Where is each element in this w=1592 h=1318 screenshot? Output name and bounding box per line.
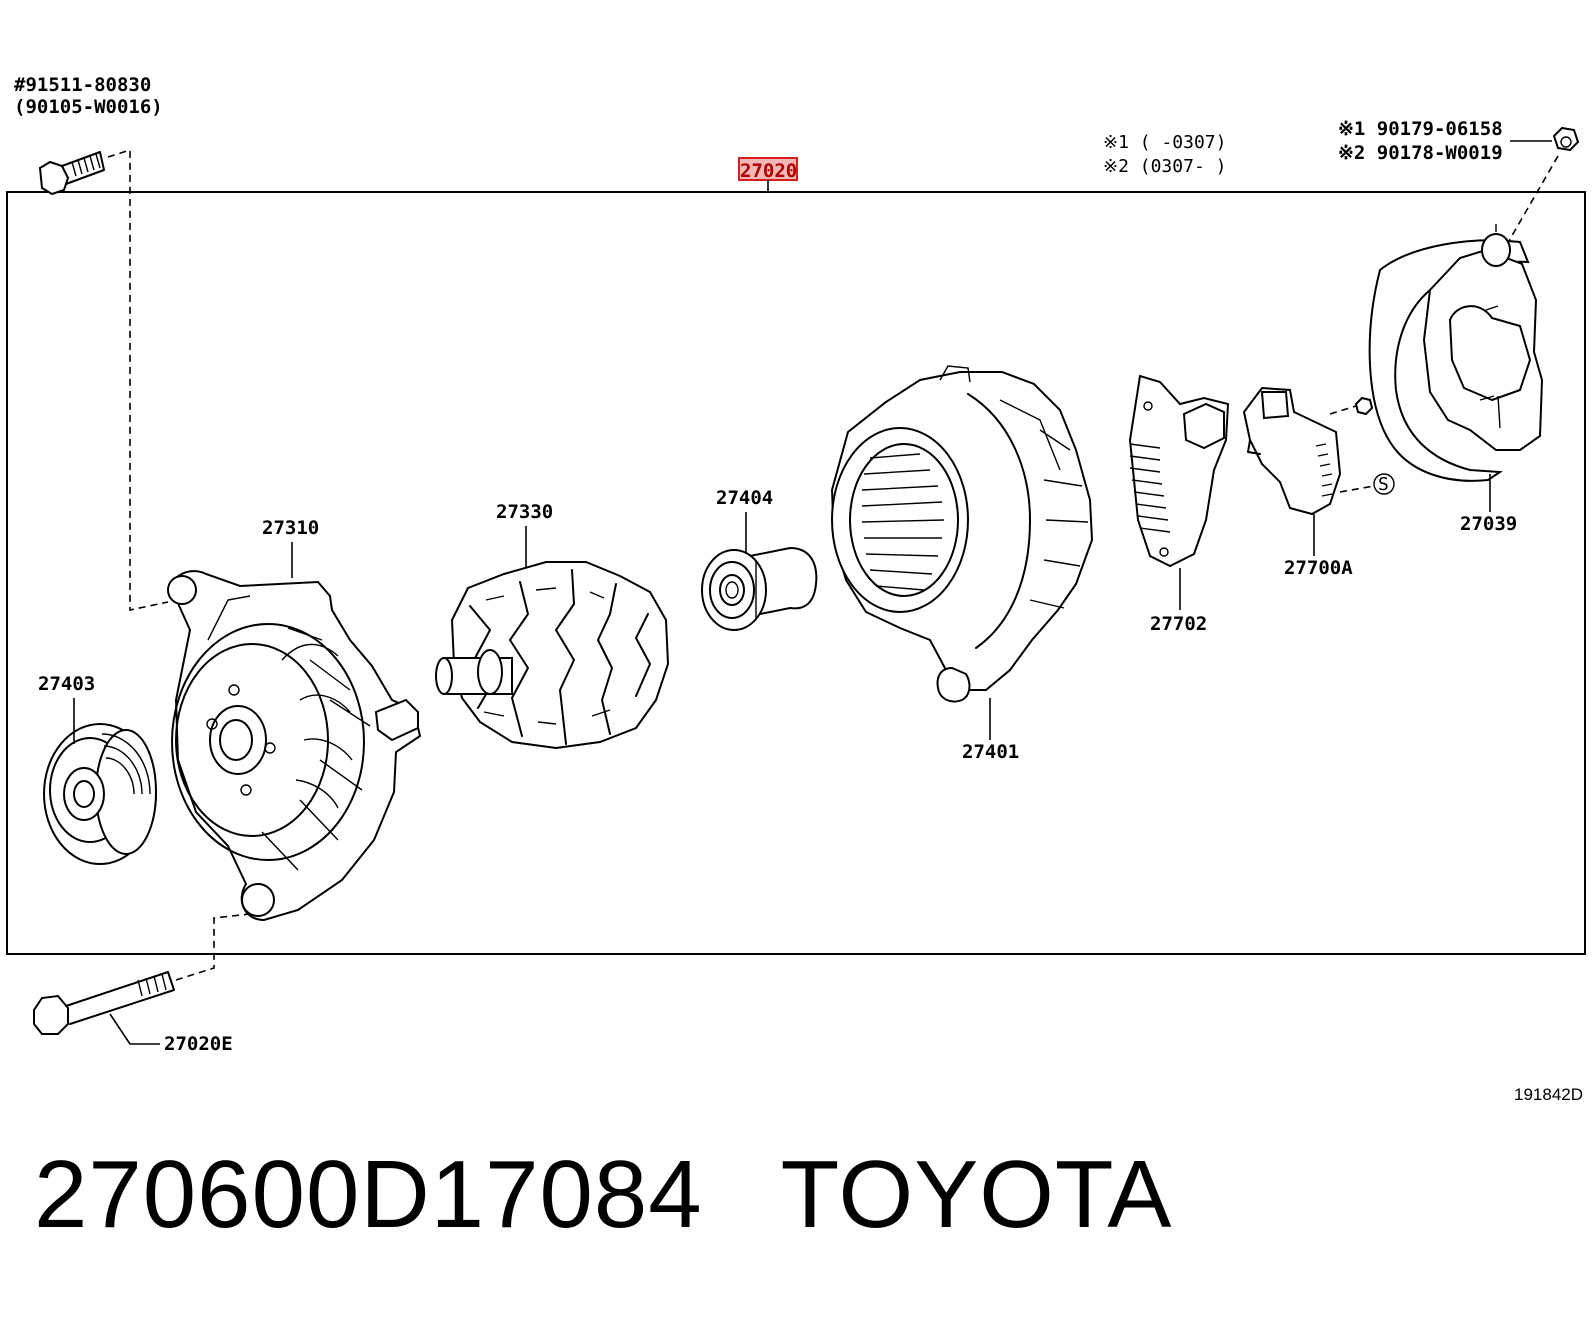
part-number: 270600D17084 bbox=[34, 1141, 703, 1248]
label-27700A: 27700A bbox=[1284, 557, 1353, 579]
note-left-2: ※2 (0307- ) bbox=[1103, 156, 1226, 177]
bolt-27020E[interactable] bbox=[33, 971, 175, 1035]
label-27401: 27401 bbox=[962, 741, 1019, 763]
nut-top-right[interactable] bbox=[1552, 126, 1580, 152]
brand-name: TOYOTA bbox=[780, 1141, 1173, 1248]
bolt-91511-80830[interactable] bbox=[38, 151, 105, 196]
screw-small[interactable] bbox=[1354, 396, 1374, 416]
diagram-id: 191842D bbox=[1514, 1085, 1583, 1104]
svg-text:S: S bbox=[1378, 474, 1389, 495]
svg-text:27020: 27020 bbox=[740, 160, 797, 182]
front-housing-27310[interactable] bbox=[167, 570, 422, 922]
assembly-label-27020[interactable]: 27020 bbox=[738, 157, 798, 192]
rotor-27330[interactable] bbox=[435, 561, 670, 750]
bolt-top-label-1: #91511-80830 bbox=[14, 74, 151, 96]
note-right-1: ※1 90179-06158 bbox=[1338, 118, 1503, 140]
note-right-2: ※2 90178-W0019 bbox=[1338, 142, 1503, 164]
stator-housing-27401[interactable] bbox=[830, 365, 1094, 703]
assembly-frame bbox=[6, 191, 1586, 955]
note-left-1: ※1 ( -0307) bbox=[1103, 132, 1226, 153]
label-27403: 27403 bbox=[38, 673, 95, 695]
regulator-27700A[interactable] bbox=[1242, 386, 1342, 516]
pulley-27403[interactable] bbox=[43, 723, 157, 865]
rear-cover-27039[interactable] bbox=[1368, 224, 1544, 482]
rectifier-27702[interactable] bbox=[1128, 374, 1230, 568]
bearing-27404[interactable] bbox=[701, 546, 818, 631]
s-marker: S bbox=[1373, 473, 1395, 495]
label-27702: 27702 bbox=[1150, 613, 1207, 635]
label-27020E: 27020E bbox=[164, 1033, 233, 1055]
label-27310: 27310 bbox=[262, 517, 319, 539]
label-27039: 27039 bbox=[1460, 513, 1517, 535]
bolt-top-label-2: (90105-W0016) bbox=[14, 96, 163, 118]
footer-caption: 270600D17084 TOYOTA bbox=[34, 1140, 1172, 1250]
label-27330: 27330 bbox=[496, 501, 553, 523]
label-27404: 27404 bbox=[716, 487, 773, 509]
